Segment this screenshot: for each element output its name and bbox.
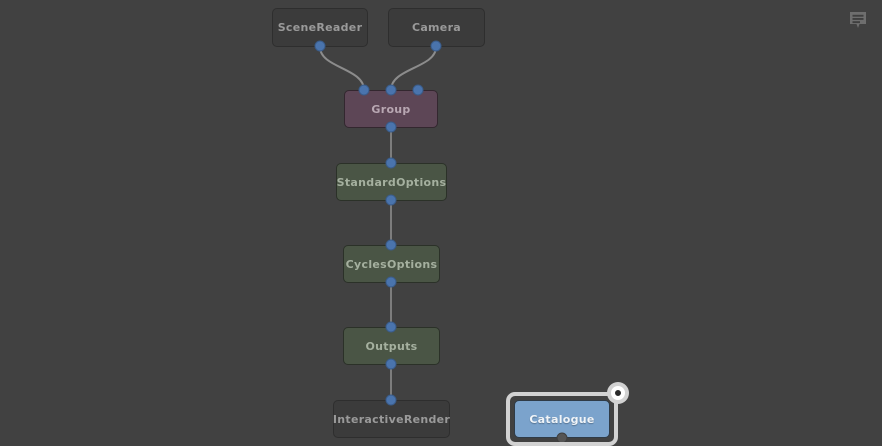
- plug-group-output[interactable]: [385, 121, 397, 133]
- annotation-bubble-icon[interactable]: [846, 9, 870, 33]
- edge-camera-to-group[interactable]: [390, 46, 437, 91]
- node-standard-options[interactable]: StandardOptions: [336, 163, 447, 201]
- plug-cycles-options-output[interactable]: [385, 276, 397, 288]
- node-interactive-render[interactable]: InteractiveRender: [333, 400, 450, 438]
- plug-camera-output[interactable]: [430, 40, 442, 52]
- node-label: Camera: [411, 21, 462, 34]
- plug-standard-options-output[interactable]: [385, 194, 397, 206]
- focus-badge-icon[interactable]: [607, 382, 629, 404]
- plug-group-input[interactable]: [385, 84, 397, 96]
- plug-outputs-output[interactable]: [385, 358, 397, 370]
- plug-group-input[interactable]: [412, 84, 424, 96]
- node-label: Outputs: [365, 339, 418, 353]
- node-label: CyclesOptions: [345, 257, 438, 271]
- plug-standard-options-input[interactable]: [385, 157, 397, 169]
- node-catalogue[interactable]: Catalogue: [514, 400, 610, 438]
- plug-cycles-options-input[interactable]: [385, 239, 397, 251]
- node-label: StandardOptions: [336, 175, 447, 189]
- node-label: InteractiveRender: [332, 412, 451, 426]
- plug-outputs-input[interactable]: [385, 321, 397, 333]
- selection-outline: [506, 392, 618, 446]
- node-label: SceneReader: [277, 21, 363, 34]
- node-scene-reader[interactable]: SceneReader: [272, 8, 368, 47]
- node-label: Catalogue: [529, 412, 595, 426]
- node-label: Group: [371, 102, 411, 116]
- plug-group-input[interactable]: [358, 84, 370, 96]
- node-cycles-options[interactable]: CyclesOptions: [343, 245, 440, 283]
- plug-scene-reader-output[interactable]: [314, 40, 326, 52]
- plug-interactive-render-input[interactable]: [385, 394, 397, 406]
- edge-scene-reader-to-group[interactable]: [319, 46, 365, 91]
